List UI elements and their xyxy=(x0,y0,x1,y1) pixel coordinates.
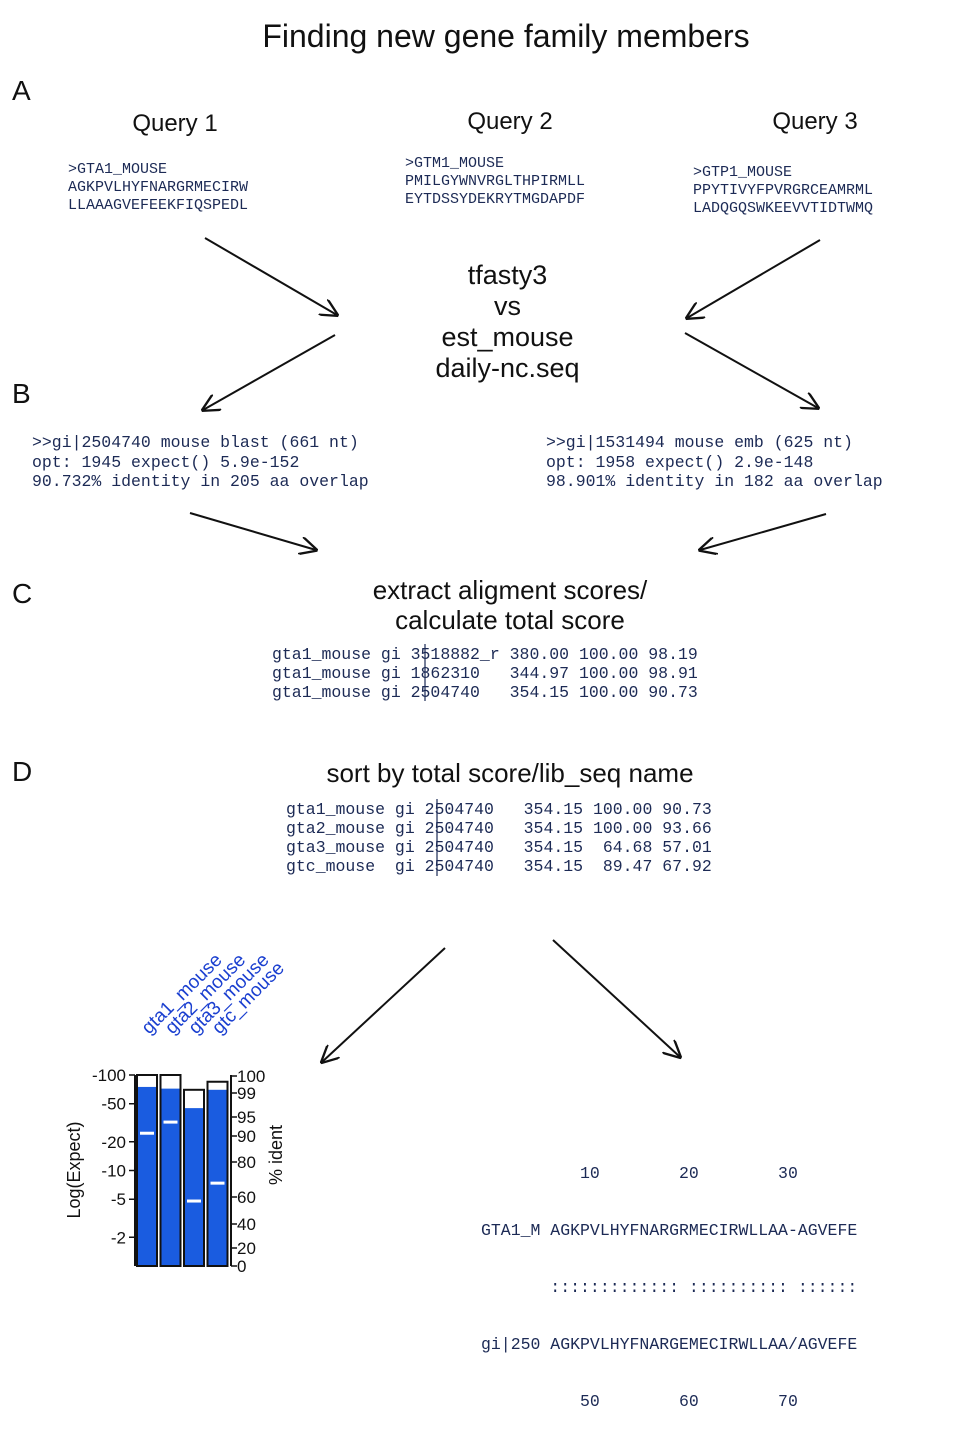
query-1-line1: AGKPVLHYFNARGRMECIRW xyxy=(68,179,249,196)
panel-label-c: C xyxy=(12,578,33,609)
query-2-title: Query 2 xyxy=(467,108,553,135)
left-axis-tick-label: -2 xyxy=(111,1228,126,1247)
query-2-header: >GTM1_MOUSE xyxy=(405,155,505,172)
left-axis-tick-label: -100 xyxy=(92,1066,126,1085)
bar-fill xyxy=(138,1086,156,1265)
query-2-line1: PMILGYWNVRGLTHPIRMLL xyxy=(405,173,586,190)
left-axis-tick-label: -20 xyxy=(101,1133,126,1152)
panel-c-table: gta1_mouse gi 3518882_r 380.00 100.00 98… xyxy=(272,645,698,702)
panel-c-heading-line2: calculate total score xyxy=(395,605,625,635)
identity-marker xyxy=(187,1199,201,1203)
search-description: tfasty3 vs est_mouse daily-nc.seq xyxy=(380,260,635,384)
panel-label-a: A xyxy=(12,75,31,106)
right-axis-tick-label: 20 xyxy=(237,1239,256,1258)
arrow-query3-to-search xyxy=(687,239,821,318)
arrow-hit1-to-scores xyxy=(189,512,316,550)
hit-1-line2: opt: 1945 expect() 5.9e-152 xyxy=(32,452,300,472)
panel-d-table: gta1_mouse gi 2504740 354.15 100.00 90.7… xyxy=(286,800,712,876)
right-axis-tick-label: 100 xyxy=(237,1067,265,1086)
right-axis-tick-label: 95 xyxy=(237,1108,256,1127)
left-axis-tick-label: -50 xyxy=(101,1095,126,1114)
table-d-row: gta2_mouse gi 2504740 354.15 100.00 93.6… xyxy=(286,819,712,838)
arrow-query1-to-search xyxy=(204,237,337,315)
bar-fill xyxy=(208,1089,227,1265)
alignment-match-line: ::::::::::::: :::::::::: :::::: xyxy=(481,1278,858,1297)
query-3-title: Query 3 xyxy=(772,108,858,135)
arrow-hit2-to-scores xyxy=(700,513,827,550)
arrow-search-to-hit2 xyxy=(684,332,818,408)
query-1-header: >GTA1_MOUSE xyxy=(68,161,168,178)
search-database-file: daily-nc.seq xyxy=(435,353,580,383)
hit-1-line1: >>gi|2504740 mouse blast (661 nt) xyxy=(32,433,359,452)
hit-1: >>gi|2504740 mouse blast (661 nt)opt: 19… xyxy=(32,433,369,492)
identity-marker xyxy=(210,1181,225,1185)
right-axis-tick-label: 0 xyxy=(237,1257,246,1276)
panel-label-d: D xyxy=(12,756,33,787)
panel-d-heading: sort by total score/lib_seq name xyxy=(326,758,694,788)
query-3-header: >GTP1_MOUSE xyxy=(693,164,793,181)
alignment-top-ruler: 10 20 30 xyxy=(481,1164,798,1183)
panel-c-heading: extract aligment scores/ calculate total… xyxy=(300,575,720,635)
alignment-bottom-ruler: 50 60 70 xyxy=(481,1392,798,1411)
table-c-row: gta1_mouse gi 2504740 354.15 100.00 90.7… xyxy=(272,683,698,702)
right-axis-tick-label: 60 xyxy=(237,1188,256,1207)
table-d-row: gta3_mouse gi 2504740 354.15 64.68 57.01 xyxy=(286,838,712,857)
alignment-library-line: gi|250 AGKPVLHYFNARGEMECIRWLLAA/AGVEFE xyxy=(481,1335,858,1354)
identity-marker xyxy=(163,1120,178,1124)
search-database: est_mouse xyxy=(441,322,574,352)
hit-2: >>gi|1531494 mouse emb (625 nt)opt: 1958… xyxy=(546,433,883,492)
query-3-line2: LADQGQSWKEEVVTIDTWMQ xyxy=(693,200,874,217)
alignment-query-line: GTA1_M AGKPVLHYFNARGRMECIRWLLAA-AGVEFE xyxy=(481,1221,858,1240)
bar-fill xyxy=(161,1088,180,1265)
query-1-title: Query 1 xyxy=(132,110,218,137)
left-axis-title: Log(Expect) xyxy=(64,1121,84,1218)
right-axis-tick-label: 90 xyxy=(237,1127,256,1146)
identity-marker xyxy=(140,1131,154,1135)
table-d-row: gtc_mouse gi 2504740 354.15 89.47 67.92 xyxy=(286,857,712,876)
panel-c-heading-line1: extract aligment scores/ xyxy=(372,575,648,605)
right-axis-title: % ident xyxy=(266,1125,286,1185)
search-vs: vs xyxy=(494,291,521,321)
left-axis-tick-label: -10 xyxy=(101,1162,126,1181)
arrow-sort-to-alignment xyxy=(552,939,680,1057)
right-axis-tick-label: 80 xyxy=(237,1153,256,1172)
hit-2-line1: >>gi|1531494 mouse emb (625 nt) xyxy=(546,433,853,452)
table-c-row: gta1_mouse gi 1862310 344.97 100.00 98.9… xyxy=(272,664,698,683)
arrow-sort-to-chart xyxy=(322,947,446,1062)
left-axis-tick-label: -5 xyxy=(111,1190,126,1209)
right-axis-tick-label: 40 xyxy=(237,1215,256,1234)
search-program: tfasty3 xyxy=(467,260,548,290)
query-2-line2: EYTDSSYDEKRYTMGDAPDF xyxy=(405,191,586,208)
figure-title: Finding new gene family members xyxy=(262,18,750,54)
hit-2-line3: 98.901% identity in 182 aa overlap xyxy=(546,472,883,491)
query-3-line1: PPYTIVYFPVRGRCEAMRML xyxy=(693,182,874,199)
table-d-row: gta1_mouse gi 2504740 354.15 100.00 90.7… xyxy=(286,800,712,819)
arrow-search-to-hit1 xyxy=(203,334,336,410)
hit-1-line3: 90.732% identity in 205 aa overlap xyxy=(32,472,369,491)
bar-fill xyxy=(185,1108,203,1265)
table-c-row: gta1_mouse gi 3518882_r 380.00 100.00 98… xyxy=(272,645,698,664)
right-axis-tick-label: 99 xyxy=(237,1084,256,1103)
hit-2-line2: opt: 1958 expect() 2.9e-148 xyxy=(546,452,814,472)
panel-label-b: B xyxy=(12,378,31,409)
query-1-line2: LLAAAGVEFEEKFIQSPEDL xyxy=(68,197,249,214)
